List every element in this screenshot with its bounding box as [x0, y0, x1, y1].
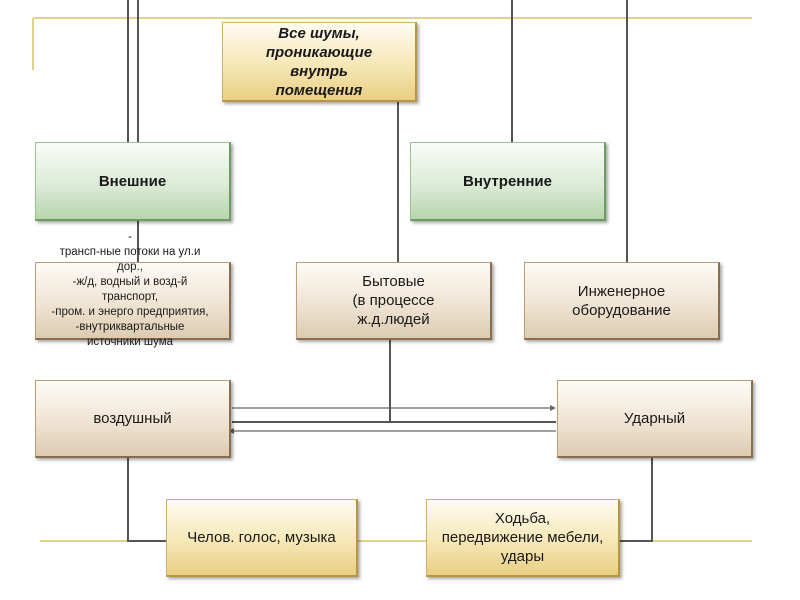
walking-line-1: Ходьба,	[494, 510, 551, 527]
root-line-4: помещения	[275, 81, 363, 99]
external-sources-node	[35, 262, 231, 340]
sources-line-1: -	[128, 231, 132, 243]
household-line-2: (в процессе	[352, 292, 435, 309]
voice-label: Челов. голос, музыка	[187, 529, 336, 546]
walking-node: Ходьба, передвижение мебели, удары	[426, 499, 620, 577]
connector-air-to-voice	[127, 458, 166, 542]
internal-node: Внутренние	[410, 142, 606, 221]
voice-node: Челов. голос, музыка	[166, 499, 358, 577]
root-line-1: Все шумы,	[278, 24, 360, 42]
sources-line-2: трансп-ные потоки на ул.и	[59, 246, 201, 258]
engineering-line-1: Инженерное	[577, 282, 666, 300]
impact-label: Ударный	[623, 410, 686, 427]
engineering-line-2: оборудование	[572, 301, 671, 319]
walking-line-2: передвижение мебели,	[441, 529, 604, 546]
sources-line-7: -внутриквартальные	[75, 321, 185, 333]
sources-line-5: транспорт,	[101, 291, 159, 303]
arrow-head-right	[550, 405, 556, 411]
household-line-3: ж.д.людей	[357, 311, 430, 328]
sources-line-6: -пром. и энерго предприятия,	[51, 306, 209, 318]
internal-label: Внутренние	[463, 172, 552, 190]
sources-line-3: дор.,	[117, 261, 143, 273]
root-node: Все шумы, проникающие внутрь помещения	[222, 22, 417, 102]
impact-node: Ударный	[557, 380, 753, 458]
external-sources-text: - трансп-ные потоки на ул.и дор., -ж/д, …	[30, 230, 230, 350]
walking-line-3: удары	[500, 548, 545, 565]
root-line-3: внутрь	[290, 62, 348, 80]
sources-line-4: -ж/д, водный и возд-й	[72, 276, 188, 288]
arrow-head-left	[228, 428, 234, 434]
external-node: Внешние	[35, 142, 231, 221]
airborne-node: воздушный	[35, 380, 231, 458]
external-label: Внешние	[98, 172, 167, 190]
engineering-node: Инженерное оборудование	[524, 262, 720, 340]
household-node: Бытовые (в процессе ж.д.людей	[296, 262, 492, 340]
sources-line-8: источники шума	[86, 336, 174, 348]
household-line-1: Бытовые	[362, 273, 425, 290]
connector-impact-to-walking	[620, 458, 653, 542]
airborne-label: воздушный	[93, 410, 172, 427]
root-line-2: проникающие	[265, 43, 373, 61]
